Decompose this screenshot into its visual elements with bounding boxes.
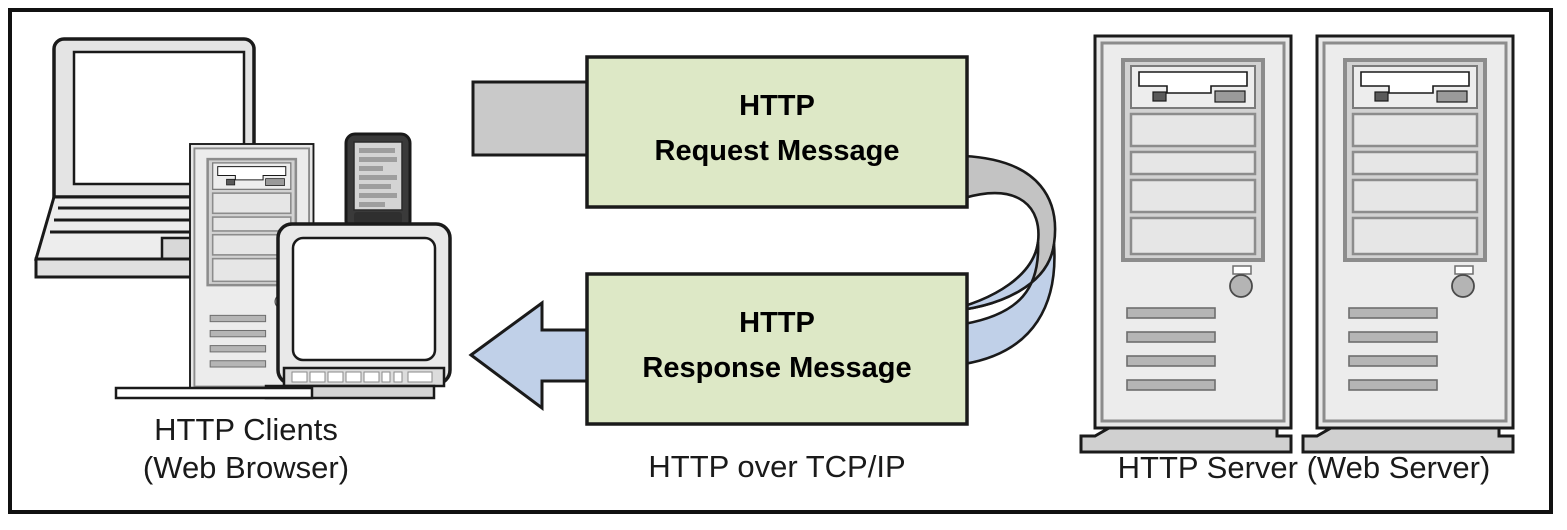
request-ribbon-tail — [471, 80, 589, 157]
server-caption: HTTP Server (Web Server) — [1118, 450, 1491, 485]
pda-handheld-icon — [344, 132, 412, 232]
http-clients-group: HTTP Clients (Web Browser) — [34, 37, 452, 485]
http-servers-group: HTTP Server (Web Server) — [1079, 34, 1515, 485]
http-request-message-box: HTTP Request Message — [585, 55, 969, 209]
server-base — [1079, 426, 1293, 454]
response-message-line2: Response Message — [642, 352, 911, 384]
clients-caption-line2: (Web Browser) — [143, 450, 349, 485]
http-response-message-box: HTTP Response Message — [585, 272, 969, 426]
http-client-server-diagram: HTTP Clients (Web Browser) HTTP Request … — [34, 34, 1515, 485]
server-tower-1 — [1079, 34, 1293, 454]
server-base — [1301, 426, 1515, 454]
crt-monitor-icon — [114, 222, 452, 400]
diagram-frame: HTTP Clients (Web Browser) HTTP Request … — [8, 8, 1553, 514]
clients-caption-line1: HTTP Clients — [154, 412, 338, 447]
request-message-line2: Request Message — [655, 135, 900, 167]
server-tower-2 — [1301, 34, 1515, 454]
response-message-line1: HTTP — [739, 307, 815, 339]
request-message-line1: HTTP — [739, 90, 815, 122]
protocol-caption: HTTP over TCP/IP — [648, 449, 905, 484]
